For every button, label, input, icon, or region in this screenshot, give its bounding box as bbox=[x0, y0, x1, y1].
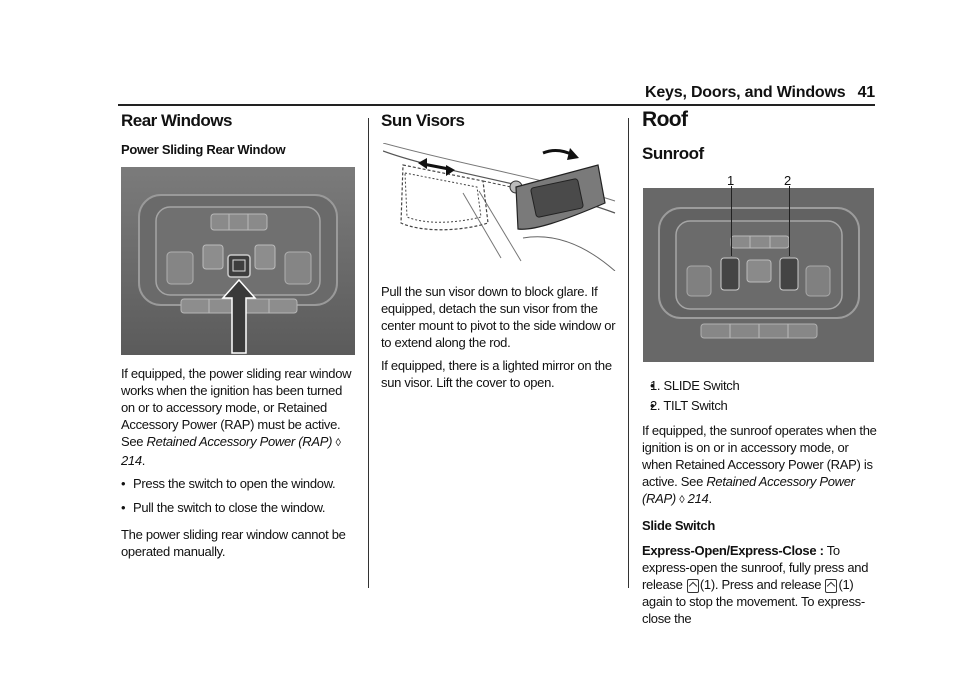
sunroof-text: 1. SLIDE Switch 2. TILT Switch If equipp… bbox=[642, 377, 878, 627]
rear-window-paragraph-text: If equipped, the power sliding rear wind… bbox=[121, 366, 352, 449]
express-text-b: (1). Press and release bbox=[699, 577, 822, 592]
subheading-slide-switch: Slide Switch bbox=[642, 518, 715, 533]
section-title-roof: Roof bbox=[642, 108, 688, 131]
sun-visor-illustration bbox=[383, 143, 616, 271]
rear-window-manual-note: The power sliding rear window cannot be … bbox=[121, 527, 346, 559]
header-rule bbox=[118, 104, 875, 106]
column-divider-2 bbox=[628, 118, 629, 588]
callout-2-leader bbox=[789, 186, 790, 256]
column-sun-visors: Sun Visors bbox=[381, 112, 617, 129]
column-roof: Roof Sunroof bbox=[642, 108, 878, 163]
page-ref-symbol: ◊ bbox=[335, 437, 341, 449]
callout-1-leader bbox=[731, 186, 732, 256]
section-title-sun-visors: Sun Visors bbox=[381, 111, 465, 130]
callout-1: 1 bbox=[727, 173, 735, 188]
sunroof-slide-icon bbox=[825, 578, 838, 593]
sun-visor-paragraph-2: If equipped, there is a lighted mirror o… bbox=[381, 358, 612, 390]
express-text-a: To express-open the sunroof, fully press… bbox=[642, 543, 869, 592]
sun-visor-text: Pull the sun visor down to block glare. … bbox=[381, 283, 617, 391]
section-title-rear-windows: Rear Windows bbox=[121, 111, 232, 130]
rap-reference-link[interactable]: Retained Accessory Power (RAP) bbox=[642, 474, 855, 506]
subheading-sunroof: Sunroof bbox=[642, 144, 704, 163]
bullet-item: Pull the switch to close the window. bbox=[121, 499, 356, 516]
bullet-item: Press the switch to open the window. bbox=[121, 475, 356, 492]
express-label: Express-Open/Express-Close : bbox=[642, 543, 824, 558]
subheading-power-sliding-rear-window: Power Sliding Rear Window bbox=[121, 142, 286, 157]
rear-window-text: If equipped, the power sliding rear wind… bbox=[121, 365, 356, 560]
column-divider-1 bbox=[368, 118, 369, 588]
callout-list-item: 2. TILT Switch bbox=[650, 397, 878, 414]
callout-list-item: 1. SLIDE Switch bbox=[650, 377, 878, 394]
rap-page-ref[interactable]: 214 bbox=[687, 491, 709, 506]
sunroof-console-illustration bbox=[643, 188, 874, 362]
rap-reference-link[interactable]: Retained Accessory Power (RAP) bbox=[146, 434, 333, 449]
running-header: Keys, Doors, and Windows 41 bbox=[645, 84, 875, 102]
overhead-console-illustration bbox=[121, 167, 355, 355]
header-section-title: Keys, Doors, and Windows bbox=[645, 84, 846, 101]
rap-page-ref[interactable]: 214 bbox=[121, 453, 142, 468]
rear-window-paragraph: If equipped, the power sliding rear wind… bbox=[121, 366, 352, 468]
sunroof-paragraph: If equipped, the sunroof operates when t… bbox=[642, 423, 877, 506]
page-number: 41 bbox=[857, 84, 876, 101]
page-ref-symbol: ◊ bbox=[679, 494, 685, 506]
sunroof-slide-icon bbox=[686, 578, 699, 593]
column-rear-windows: Rear Windows Power Sliding Rear Window bbox=[121, 112, 356, 158]
sun-visor-paragraph-1: Pull the sun visor down to block glare. … bbox=[381, 284, 616, 350]
sunroof-callout-list: 1. SLIDE Switch 2. TILT Switch bbox=[642, 377, 878, 414]
rear-window-bullets: Press the switch to open the window. Pul… bbox=[121, 475, 356, 516]
express-paragraph: Express-Open/Express-Close : To express-… bbox=[642, 542, 878, 627]
express-text-c: (1) again to stop the movement. To expre… bbox=[642, 577, 865, 626]
sunroof-paragraph-text: If equipped, the sunroof operates when t… bbox=[642, 423, 877, 489]
callout-2: 2 bbox=[784, 173, 792, 188]
